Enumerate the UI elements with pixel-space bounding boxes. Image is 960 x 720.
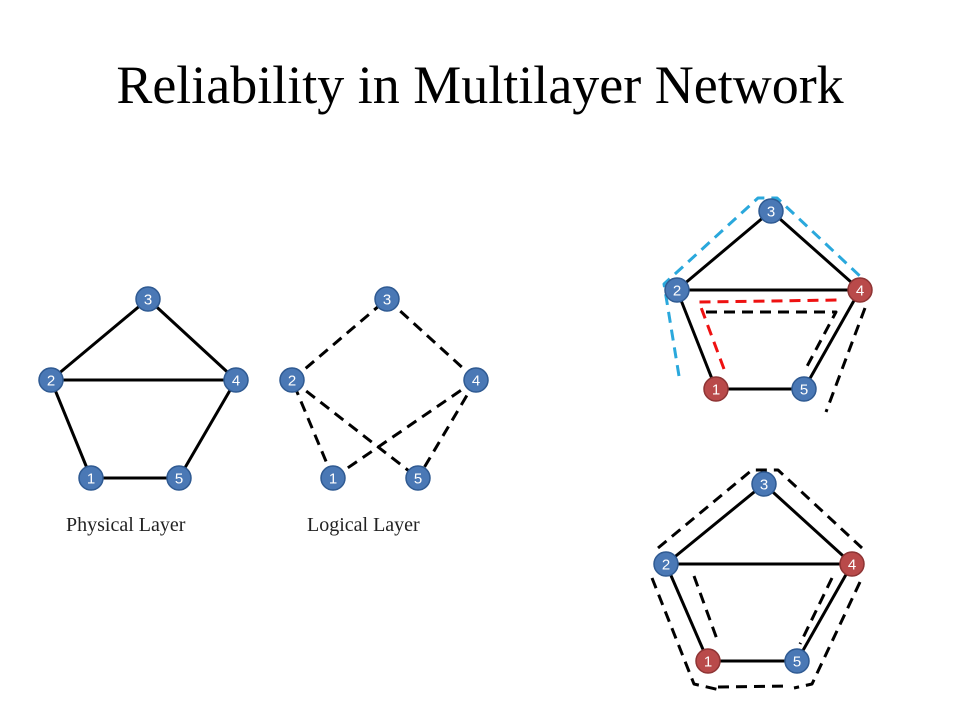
logical-link-1-4 (332, 378, 477, 480)
node-label: 4 (856, 283, 864, 300)
logical-link-4-5 (416, 379, 478, 479)
node-label: 2 (47, 373, 55, 390)
physical-link-1-2 (664, 563, 710, 662)
node-circle (664, 277, 690, 303)
logical-link-3-4 (385, 297, 478, 382)
lightpath-black-outer-right (793, 581, 862, 690)
node-3: 3 (374, 286, 400, 312)
physical-link-4-5 (802, 289, 862, 390)
failed-node-circle (839, 551, 865, 577)
node-circle (653, 551, 679, 577)
node-label: 1 (87, 471, 95, 488)
physical-link-1-2 (49, 379, 93, 479)
node-label: 5 (800, 382, 808, 399)
node-2: 2 (653, 551, 679, 577)
lightpath-cyan-2-3-4 (662, 196, 864, 377)
node-1: 1 (695, 648, 721, 674)
failed-node-circle (847, 277, 873, 303)
node-circle (320, 465, 346, 491)
node-label: 3 (144, 292, 152, 309)
node-label: 3 (383, 292, 391, 309)
node-circle (38, 367, 64, 393)
logical-link-2-3 (291, 297, 388, 382)
node-label: 5 (414, 471, 422, 488)
failed-node-circle (703, 376, 729, 402)
node-label: 4 (232, 373, 240, 390)
node-circle (223, 367, 249, 393)
node-4: 4 (223, 367, 249, 393)
node-label: 2 (288, 373, 296, 390)
node-label: 1 (712, 382, 720, 399)
lightpath-black-outer-bottom (717, 684, 791, 689)
physical-link-2-3 (50, 297, 149, 382)
node-circle (374, 286, 400, 312)
node-4: 4 (839, 551, 865, 577)
node-1: 1 (703, 376, 729, 402)
node-2: 2 (664, 277, 690, 303)
physical-layer-caption: Physical Layer (66, 514, 186, 536)
physical-link-3-4 (146, 297, 238, 382)
node-1: 1 (78, 465, 104, 491)
lightpath-red-1-2-4 (697, 298, 841, 370)
logical-layer-graph: 1 2 3 4 5 (279, 286, 489, 491)
slide-title: Reliability in Multilayer Network (116, 55, 844, 115)
physical-link-2-3 (676, 209, 772, 292)
node-3: 3 (758, 198, 784, 224)
lightpath-black-4-5-outer (824, 307, 867, 413)
node-circle (791, 376, 817, 402)
physical-link-4-5 (177, 379, 238, 479)
node-circle (405, 465, 431, 491)
node-circle (784, 648, 810, 674)
node-5: 5 (791, 376, 817, 402)
physical-link-3-4 (762, 482, 854, 566)
node-3: 3 (751, 471, 777, 497)
node-label: 2 (662, 557, 670, 574)
node-label: 1 (329, 471, 337, 488)
lightpath-black-outer-left (650, 577, 721, 692)
node-5: 5 (166, 465, 192, 491)
node-label: 3 (767, 204, 775, 221)
node-circle (463, 367, 489, 393)
physical-link-3-4 (770, 209, 861, 292)
node-label: 5 (175, 471, 183, 488)
lightpath-black-inner-left (692, 575, 720, 643)
lightpath-black-outer-top (657, 468, 864, 550)
node-1: 1 (320, 465, 346, 491)
node-label: 4 (472, 373, 480, 390)
node-label: 1 (704, 654, 712, 671)
node-circle (78, 465, 104, 491)
logical-link-2-5 (291, 378, 419, 480)
physical-link-4-5 (795, 563, 854, 662)
node-circle (166, 465, 192, 491)
physical-link-1-2 (675, 289, 718, 390)
node-circle (751, 471, 777, 497)
node-circle (758, 198, 784, 224)
physical-link-2-3 (665, 482, 765, 566)
node-circle (279, 367, 305, 393)
failure-scenario-a-graph: 1 2 3 4 5 (662, 196, 873, 413)
failed-node-circle (695, 648, 721, 674)
failure-scenario-b-graph: 1 2 3 4 5 (650, 468, 865, 692)
node-label: 2 (673, 283, 681, 300)
node-3: 3 (135, 286, 161, 312)
physical-layer-graph: 1 2 3 4 5 (38, 286, 249, 491)
node-2: 2 (279, 367, 305, 393)
node-4: 4 (847, 277, 873, 303)
node-2: 2 (38, 367, 64, 393)
node-4: 4 (463, 367, 489, 393)
node-5: 5 (405, 465, 431, 491)
node-circle (135, 286, 161, 312)
lightpath-black-inner-right (798, 577, 834, 645)
logical-layer-caption: Logical Layer (307, 514, 420, 536)
node-label: 4 (848, 557, 856, 574)
lightpath-black-2-4-5 (706, 310, 838, 373)
node-label: 3 (760, 477, 768, 494)
node-label: 5 (793, 654, 801, 671)
node-5: 5 (784, 648, 810, 674)
